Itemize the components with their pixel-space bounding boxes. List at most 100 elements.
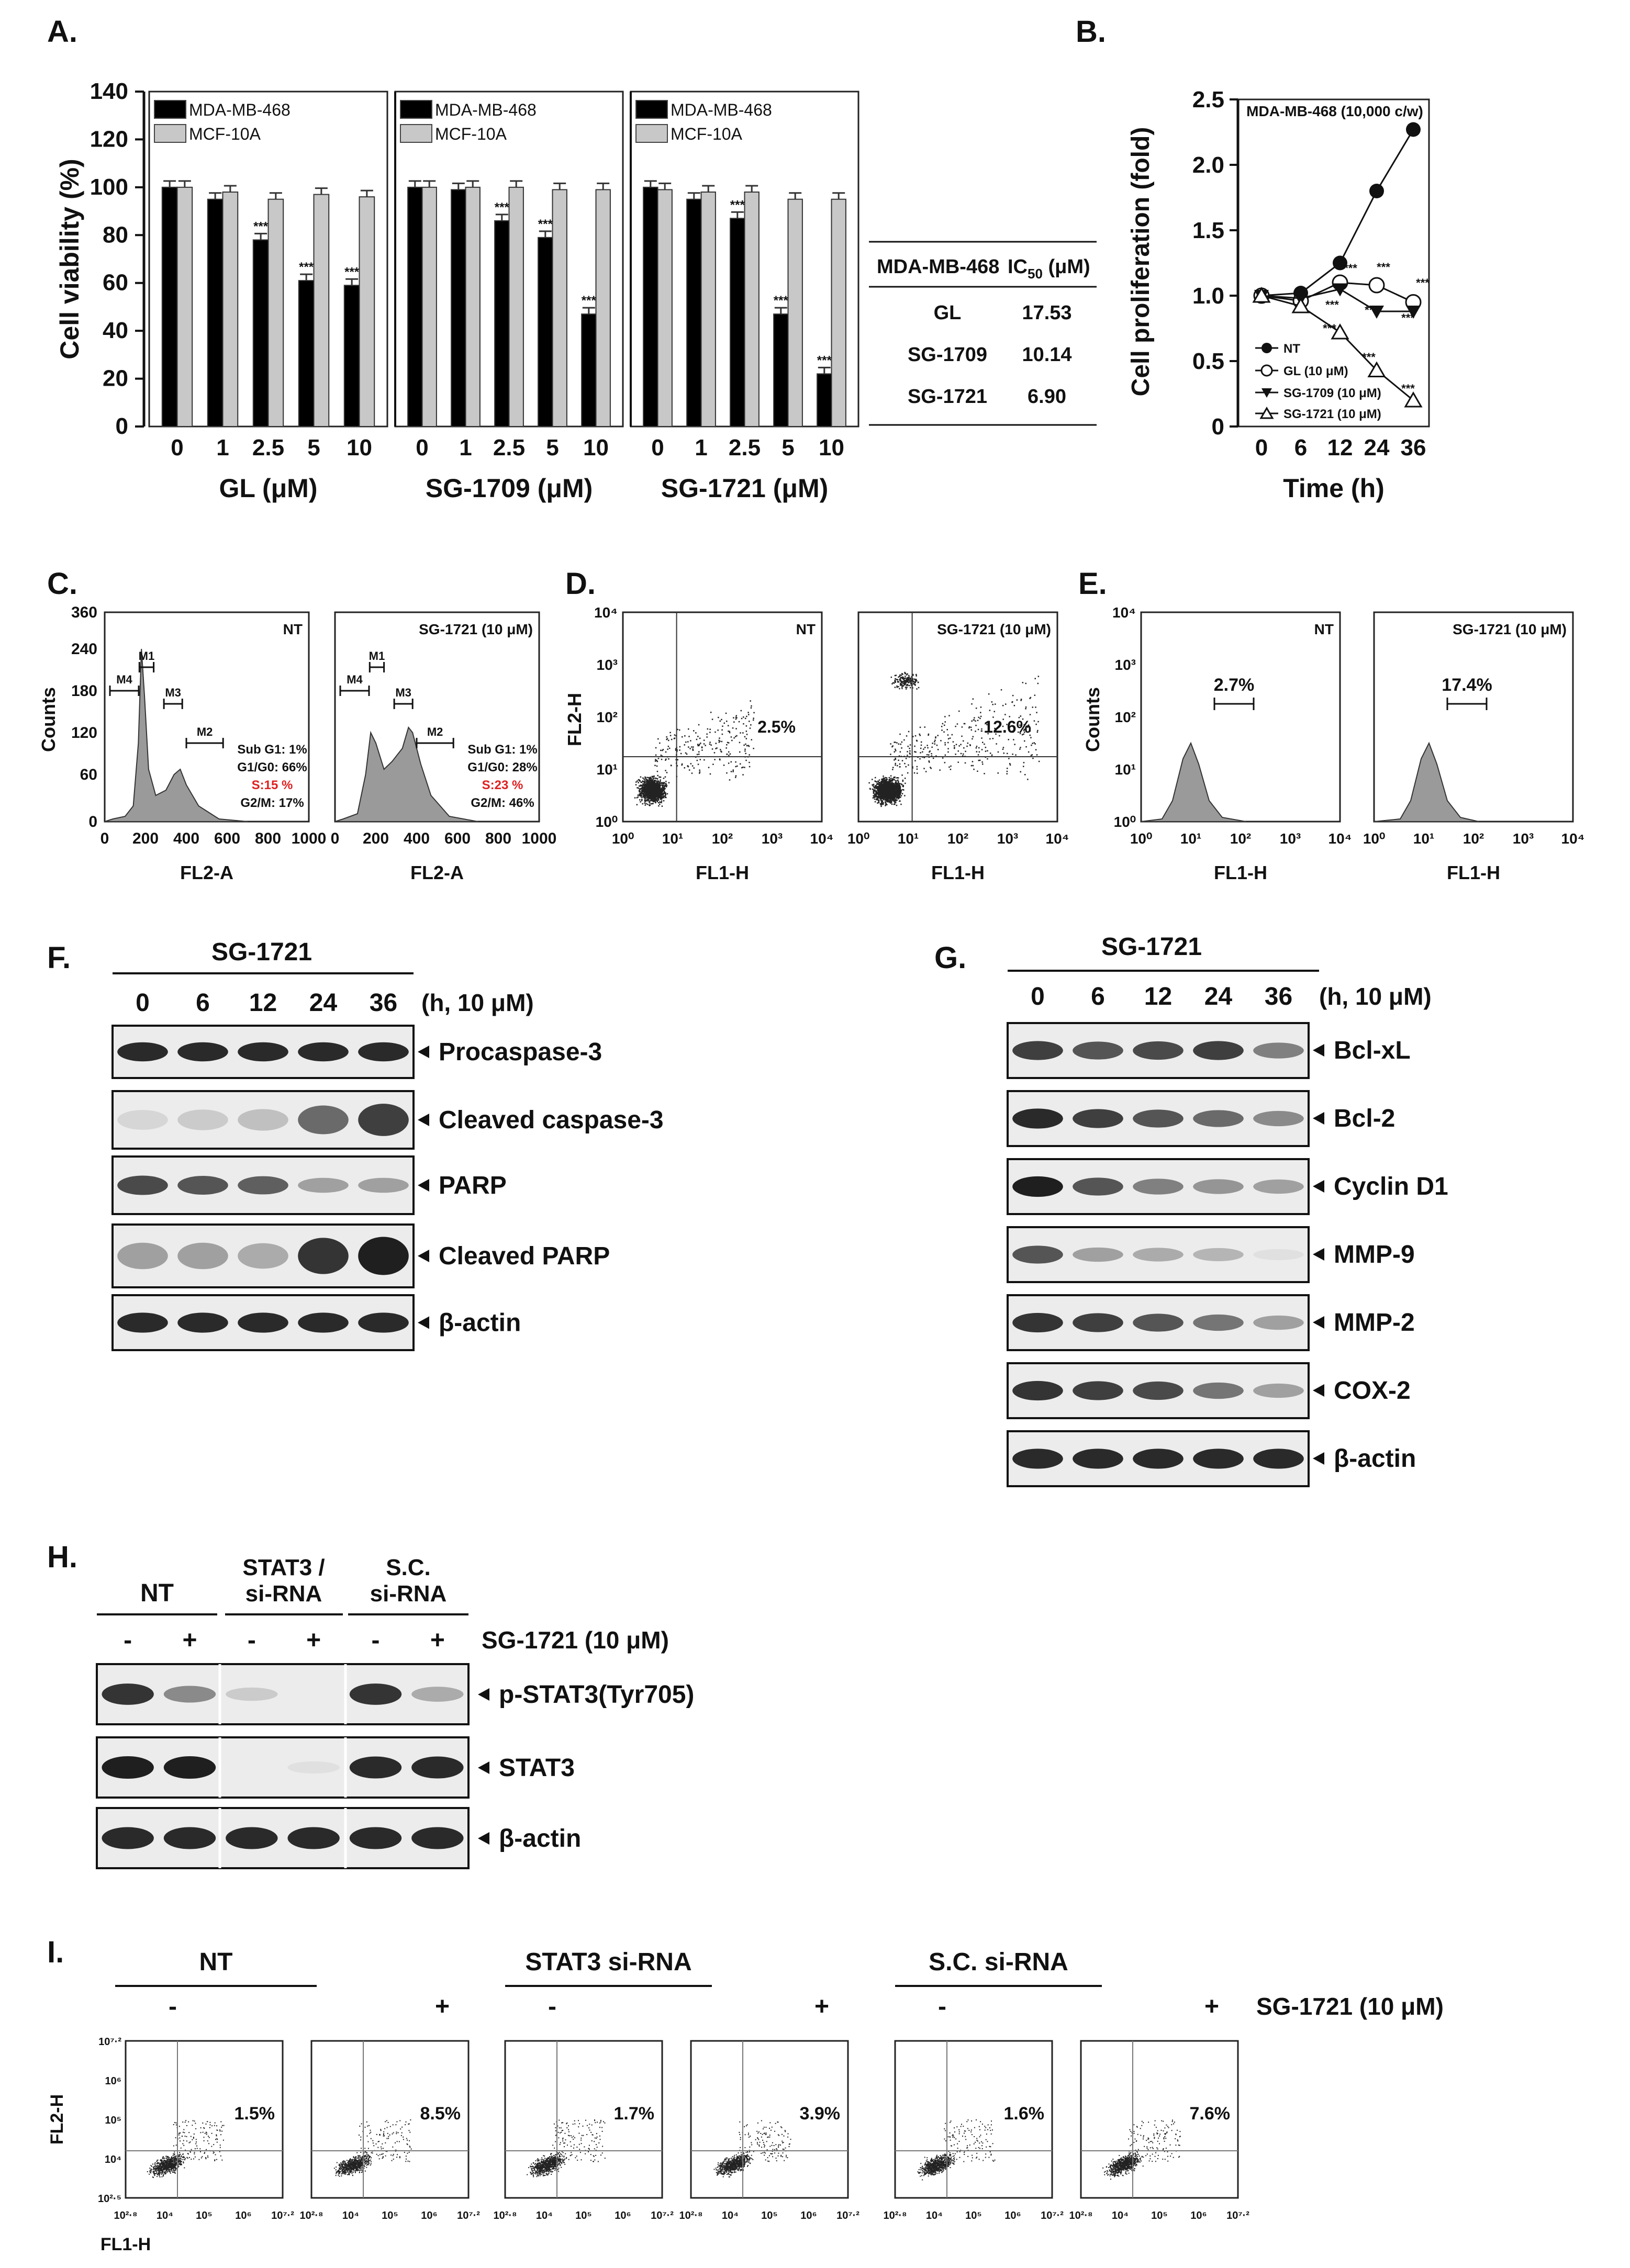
time-label: 12 bbox=[249, 989, 277, 1017]
y-tick-label: 1.5 bbox=[1192, 218, 1224, 243]
data-point bbox=[1406, 122, 1421, 137]
gate-label: M4 bbox=[116, 673, 132, 686]
blot-band bbox=[102, 1827, 154, 1849]
time-label: 24 bbox=[1204, 983, 1233, 1011]
y-axis-label: Counts bbox=[38, 687, 59, 752]
panel-letter-I: I. bbox=[47, 1935, 64, 1969]
x-tick-label: 10² bbox=[1230, 830, 1251, 847]
x-tick-label: 10³ bbox=[1280, 830, 1301, 847]
y-tick-label-A: 120 bbox=[90, 126, 128, 152]
bar bbox=[730, 218, 745, 427]
band-label: COX-2 bbox=[1334, 1377, 1411, 1405]
blot-band bbox=[349, 1756, 402, 1779]
band-label: PARP bbox=[439, 1172, 507, 1199]
quadrant-percent: 1.6% bbox=[1004, 2104, 1045, 2124]
time-label: 6 bbox=[1091, 983, 1105, 1011]
blot-band bbox=[1073, 1041, 1123, 1060]
x-tick-label: 10⁷·² bbox=[651, 2210, 674, 2221]
significance-mark: *** bbox=[774, 294, 789, 308]
group-label: si-RNA bbox=[370, 1581, 447, 1607]
panel-letter-E: E. bbox=[1078, 567, 1107, 601]
table-cell-value: 10.14 bbox=[1022, 344, 1071, 366]
blot-band bbox=[1253, 1179, 1304, 1194]
event-dots bbox=[527, 2119, 606, 2177]
y-tick-label: 10³ bbox=[597, 657, 618, 673]
blot-band bbox=[177, 1312, 228, 1333]
panel-letter-C: C. bbox=[47, 567, 77, 601]
treatment-sign: - bbox=[372, 1626, 380, 1654]
x-tick-label: 10⁵ bbox=[965, 2210, 982, 2221]
significance-mark: *** bbox=[538, 217, 553, 231]
plot-frame bbox=[894, 2040, 1053, 2199]
blot-band bbox=[411, 1827, 464, 1849]
treatment-sign: + bbox=[814, 1993, 829, 2020]
x-tick-label: 10⁴ bbox=[1561, 830, 1585, 847]
legend-label: MCF-10A bbox=[435, 125, 507, 143]
blot-band bbox=[163, 1756, 216, 1779]
y-tick-label: 60 bbox=[80, 766, 97, 783]
bar bbox=[581, 313, 597, 428]
treatment-sign: - bbox=[938, 1993, 946, 2020]
x-tick-label: 10⁶ bbox=[615, 2210, 631, 2221]
x-tick-label: 400 bbox=[404, 830, 430, 847]
bar bbox=[700, 192, 716, 427]
arrow-icon bbox=[1313, 1316, 1324, 1329]
bar bbox=[407, 186, 423, 427]
event-dots bbox=[868, 671, 1040, 807]
data-point bbox=[1252, 286, 1271, 303]
plot-label: SG-1721 (10 μM) bbox=[937, 621, 1051, 637]
bar bbox=[359, 196, 375, 427]
histogram-fill bbox=[104, 648, 248, 822]
blot-band bbox=[411, 1756, 464, 1779]
blot-band bbox=[1012, 1449, 1063, 1469]
x-axis-label: FL2-A bbox=[180, 862, 233, 883]
time-label: 24 bbox=[309, 989, 338, 1017]
bar bbox=[465, 186, 481, 427]
blot-band bbox=[1253, 1383, 1304, 1398]
x-tick-label: 0 bbox=[651, 435, 664, 461]
blot-band bbox=[298, 1238, 349, 1274]
x-tick-label: 10² bbox=[947, 830, 968, 847]
y-tick-label: 2.0 bbox=[1192, 152, 1224, 178]
x-tick-label: 5 bbox=[307, 435, 320, 461]
arrow-icon bbox=[418, 1250, 429, 1262]
legend-swatch bbox=[635, 124, 668, 143]
bar bbox=[343, 285, 360, 427]
unit-label: (h, 10 μM) bbox=[1319, 983, 1432, 1010]
blot-band bbox=[1193, 1382, 1244, 1399]
y-tick-label: 10⁰ bbox=[1114, 814, 1136, 830]
event-dots bbox=[713, 2120, 791, 2177]
x-tick-label: 0 bbox=[331, 830, 340, 847]
y-tick-label-A: 80 bbox=[103, 222, 128, 248]
band-label: p-STAT3(Tyr705) bbox=[499, 1681, 694, 1709]
x-axis-label: SG-1721 (μM) bbox=[661, 474, 829, 503]
arrow-icon bbox=[418, 1114, 429, 1126]
blot-band bbox=[349, 1827, 402, 1849]
x-tick-label: 200 bbox=[132, 830, 159, 847]
band-label: Cleaved caspase-3 bbox=[439, 1106, 664, 1134]
band-label: β-actin bbox=[1334, 1445, 1416, 1473]
x-tick-label: 10 bbox=[347, 435, 372, 461]
panel-letter-H: H. bbox=[47, 1540, 77, 1574]
significance-mark: *** bbox=[582, 294, 597, 308]
plot-frame bbox=[690, 2040, 849, 2199]
x-tick-label: 600 bbox=[444, 830, 471, 847]
legend-swatch bbox=[154, 124, 186, 143]
blot-band bbox=[1193, 1248, 1244, 1262]
blot-band bbox=[117, 1242, 168, 1270]
bar bbox=[451, 189, 466, 427]
time-label: 36 bbox=[1265, 983, 1292, 1011]
blot-band bbox=[358, 1104, 409, 1136]
y-tick-label: 1.0 bbox=[1192, 283, 1224, 309]
bar bbox=[773, 313, 789, 428]
blot-band bbox=[1012, 1176, 1063, 1197]
y-tick-label: 10⁰ bbox=[596, 814, 618, 830]
plot-label: SG-1721 (10 μM) bbox=[419, 621, 533, 637]
bar bbox=[207, 198, 224, 427]
y-axis-label: FL2-H bbox=[564, 693, 585, 746]
blot-band bbox=[238, 1243, 288, 1269]
x-tick-label: 10⁶ bbox=[421, 2210, 437, 2221]
